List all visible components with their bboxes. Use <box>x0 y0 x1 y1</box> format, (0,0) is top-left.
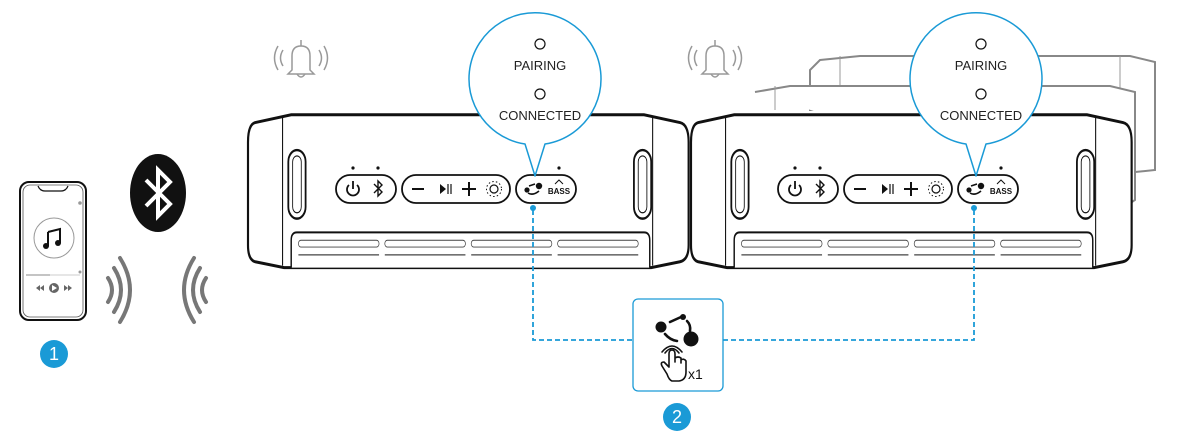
power-icon <box>788 181 802 197</box>
led-connected-indicator <box>534 88 546 100</box>
speaker-2-buttons: BASS <box>777 166 1019 204</box>
power-bluetooth-button-group[interactable] <box>335 174 397 204</box>
play-pause-icon <box>882 184 894 194</box>
light-icon <box>486 181 502 197</box>
pairing-label: PAIRING <box>513 58 567 73</box>
play-pause-icon <box>440 184 452 194</box>
step-2-badge: 2 <box>663 403 691 431</box>
link-icon <box>524 182 543 195</box>
indicator-callout <box>909 12 1043 177</box>
bass-label: BASS <box>548 187 571 196</box>
step-1-badge: 1 <box>40 340 68 368</box>
volume-up-icon <box>904 182 918 196</box>
power-bluetooth-button-group[interactable] <box>777 174 839 204</box>
bell-ringing-icon <box>687 40 743 78</box>
next-icon <box>64 285 72 291</box>
pairing-label: PAIRING <box>954 58 1008 73</box>
bell-ringing-icon <box>273 40 329 78</box>
phone <box>19 181 87 321</box>
play-icon <box>49 283 59 293</box>
light-icon <box>928 181 944 197</box>
connected-label: CONNECTED <box>939 108 1023 123</box>
led-pairing-indicator <box>975 38 987 50</box>
bluetooth-small-icon <box>373 179 383 198</box>
indicator-callout <box>468 12 602 177</box>
led-pairing-indicator <box>534 38 546 50</box>
signal-waves-icon <box>106 256 208 324</box>
bass-icon: BASS <box>990 179 1013 196</box>
link-icon <box>655 314 699 347</box>
power-icon <box>346 181 360 197</box>
bass-icon: BASS <box>548 179 571 196</box>
volume-up-icon <box>462 182 476 196</box>
previous-icon <box>36 285 44 291</box>
media-button-group[interactable] <box>843 174 953 204</box>
connected-label: CONNECTED <box>498 108 582 123</box>
speaker-1-buttons: BASS <box>335 166 577 204</box>
music-note-icon <box>43 227 61 249</box>
led-connected-indicator <box>975 88 987 100</box>
media-button-group[interactable] <box>401 174 511 204</box>
link-icon <box>966 182 985 195</box>
bass-label: BASS <box>990 187 1013 196</box>
hand-tap-icon <box>660 345 687 382</box>
bluetooth-small-icon <box>815 179 825 198</box>
bluetooth-icon <box>130 154 186 232</box>
press-count-label: x1 <box>688 366 703 382</box>
action-box <box>632 298 724 392</box>
connector-lines <box>530 205 977 341</box>
